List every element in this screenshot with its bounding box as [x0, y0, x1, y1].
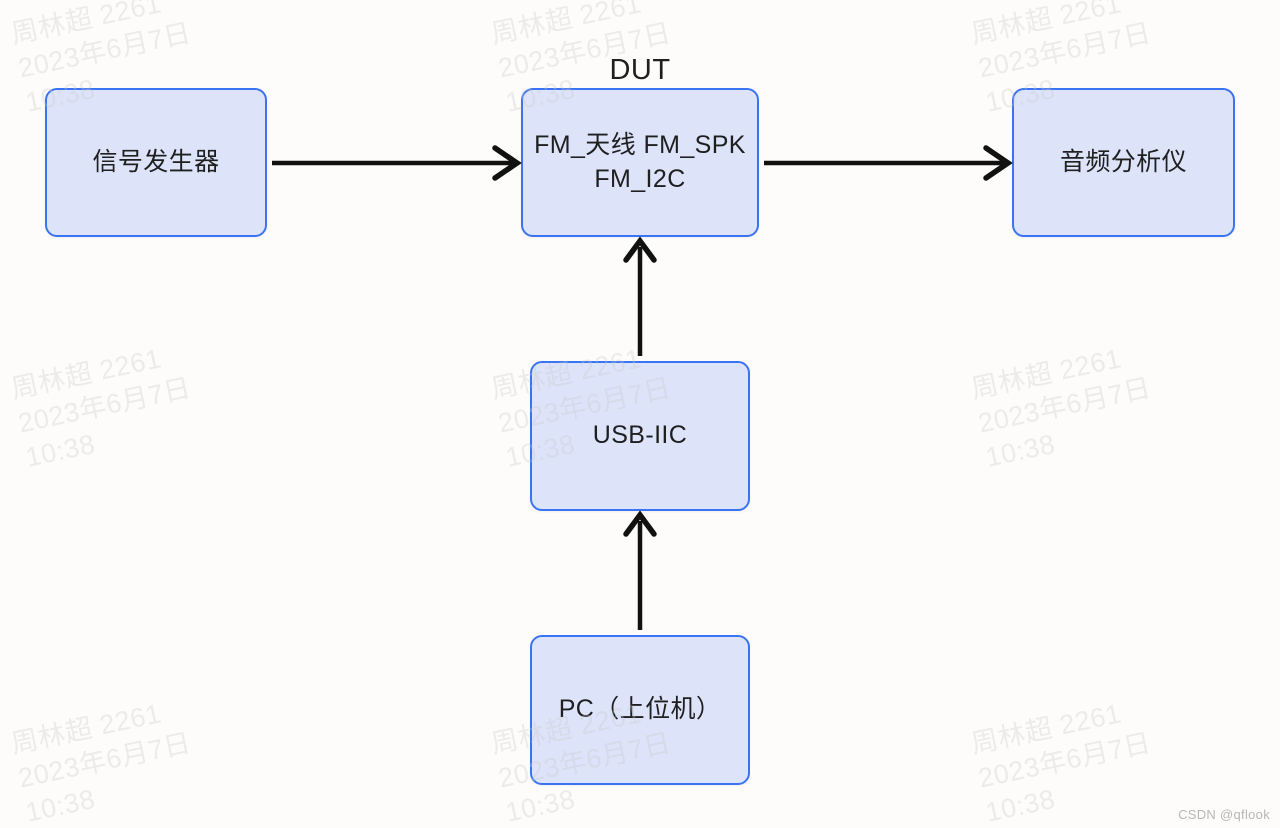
- arrow-pc-to-usb-iic: [623, 510, 657, 630]
- arrow-signal-generator-to-dut: [272, 145, 522, 181]
- watermark-text: 周林超 2261 2023年6月7日 10:38: [968, 343, 1154, 473]
- node-dut-label-line1: FM_天线 FM_SPK: [534, 131, 746, 159]
- arrow-dut-to-audio-analyzer: [764, 145, 1013, 181]
- watermark-text: 周林超 2261 2023年6月7日 10:38: [8, 698, 194, 828]
- node-dut-label-line2: FM_I2C: [594, 164, 686, 193]
- node-dut-label: FM_天线 FM_SPK FM_I2C: [524, 129, 756, 196]
- node-pc[interactable]: PC（上位机）: [530, 635, 750, 785]
- node-usb-iic-label: USB-IIC: [592, 421, 688, 450]
- arrow-usb-iic-to-dut: [623, 236, 657, 356]
- node-audio-analyzer[interactable]: 音频分析仪: [1012, 88, 1235, 237]
- node-pc-label: PC（上位机）: [558, 695, 722, 724]
- dut-caption: DUT: [609, 54, 671, 86]
- watermark-text: 周林超 2261 2023年6月7日 10:38: [968, 698, 1154, 828]
- node-signal-generator-label: 信号发生器: [92, 147, 220, 176]
- node-dut[interactable]: FM_天线 FM_SPK FM_I2C: [521, 88, 759, 237]
- node-audio-analyzer-label: 音频分析仪: [1059, 147, 1187, 176]
- watermark-text: 周林超 2261 2023年6月7日 10:38: [8, 343, 194, 473]
- csdn-credit: CSDN @qflook: [1178, 807, 1270, 822]
- node-usb-iic[interactable]: USB-IIC: [530, 361, 750, 511]
- node-signal-generator[interactable]: 信号发生器: [45, 88, 267, 237]
